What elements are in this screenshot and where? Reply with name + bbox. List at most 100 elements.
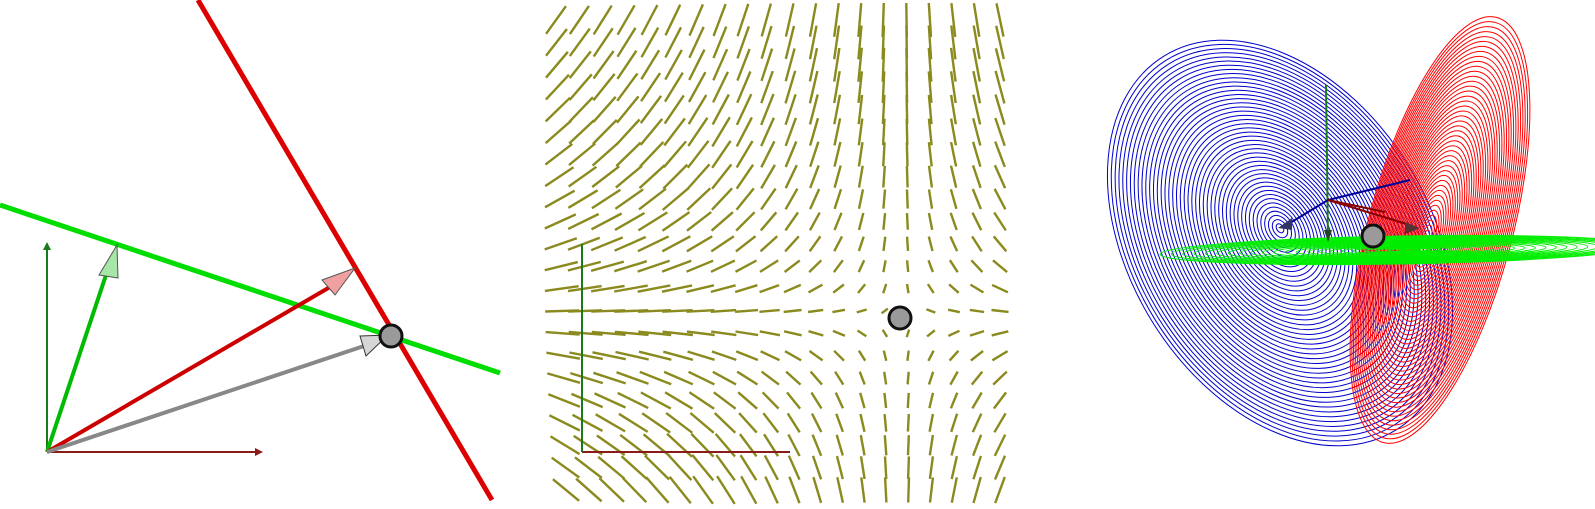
field-vector: [972, 455, 983, 480]
field-vector: [567, 236, 601, 251]
field-vector: [546, 351, 581, 360]
field-vector: [811, 455, 823, 480]
field-vector: [949, 371, 959, 386]
field-vector: [992, 391, 1008, 410]
field-vector: [811, 434, 823, 457]
field-vector: [715, 454, 736, 482]
field-vector: [905, 142, 909, 167]
field-vector: [711, 93, 730, 126]
field-vector: [972, 25, 981, 60]
field-vector: [590, 236, 624, 252]
field-vector: [544, 213, 577, 230]
field-vector: [613, 284, 648, 293]
field-vector: [640, 391, 672, 410]
field-vector: [857, 189, 865, 209]
field-vector: [971, 212, 983, 231]
field-vector: [568, 96, 594, 123]
field-vector: [544, 285, 579, 293]
field-vector: [686, 211, 712, 232]
field-vector: [760, 140, 776, 168]
field-vector: [637, 259, 670, 273]
plane-contour: [1244, 189, 1316, 273]
field-vector: [991, 283, 1009, 294]
field-vector: [857, 3, 863, 37]
plane-contour: [1202, 144, 1358, 326]
field-vector: [783, 283, 802, 294]
field-vector: [734, 259, 758, 273]
field-vector: [688, 391, 715, 410]
field-vector: [859, 413, 866, 433]
field-vector: [664, 26, 683, 59]
plane-contour: [1329, 244, 1484, 256]
field-vector: [638, 350, 672, 361]
field-vector: [686, 163, 711, 190]
field-vector: [760, 370, 780, 386]
field-vector: [882, 212, 887, 230]
field-vector: [759, 330, 781, 337]
field-vector: [810, 391, 823, 410]
field-vector: [735, 330, 759, 337]
field-vector: [992, 259, 1008, 274]
field-vector: [928, 456, 935, 480]
field-vector: [949, 212, 958, 231]
plane-contour: [1183, 123, 1377, 350]
field-vector: [571, 413, 604, 432]
field-vector: [832, 259, 844, 273]
field-vector: [950, 413, 959, 433]
field-vector: [927, 212, 934, 231]
field-vector: [760, 164, 776, 190]
field-vector: [616, 371, 649, 385]
field-vector: [645, 476, 670, 504]
field-vector: [567, 260, 602, 272]
field-vector: [808, 212, 821, 231]
field-vector: [833, 2, 840, 38]
intersection-point[interactable]: [1360, 223, 1386, 249]
field-vector: [787, 455, 801, 481]
field-vector: [994, 94, 1006, 125]
field-vector: [857, 165, 864, 188]
field-vector: [686, 140, 710, 169]
field-vector: [991, 350, 1009, 362]
plane-contour: [1341, 245, 1474, 255]
plane-contour: [1149, 85, 1411, 394]
field-vector: [692, 475, 714, 505]
plane-contour: [1250, 240, 1557, 260]
field-vector: [591, 142, 619, 167]
field-vector: [590, 260, 625, 272]
field-vector: [736, 25, 751, 59]
field-vector: [927, 350, 935, 362]
plane-contour: [1233, 177, 1327, 287]
green-plane: [1159, 234, 1595, 266]
intersection-point[interactable]: [378, 323, 404, 349]
field-vector: [567, 284, 602, 293]
field-vector: [857, 350, 867, 362]
plane-contour: [1204, 237, 1595, 263]
y-axis-arrowhead: [43, 242, 51, 250]
vector-field-diagram: [544, 2, 1009, 505]
critical-point[interactable]: [887, 305, 913, 331]
green-vector-arrowhead: [98, 243, 119, 279]
plane-contour: [1193, 236, 1595, 264]
field-vector: [639, 95, 663, 124]
field-vector: [927, 118, 933, 146]
field-vector: [544, 237, 578, 251]
field-vector: [712, 370, 737, 386]
field-vector: [616, 27, 637, 58]
field-vector: [927, 371, 935, 385]
field-vector: [972, 47, 981, 82]
field-vector: [663, 370, 694, 386]
plane-contour: [1210, 152, 1350, 316]
field-vector: [906, 435, 910, 456]
red-line: [195, 0, 495, 502]
field-vector: [591, 188, 622, 210]
field-vector: [545, 73, 570, 101]
field-vector: [661, 211, 691, 232]
field-vector: [638, 330, 672, 337]
field-vector: [808, 350, 824, 362]
field-vector: [835, 413, 845, 433]
field-vector: [783, 330, 802, 337]
field-vector: [905, 118, 909, 146]
field-vector: [640, 72, 662, 102]
field-vector: [836, 477, 845, 503]
field-vector: [590, 212, 623, 231]
